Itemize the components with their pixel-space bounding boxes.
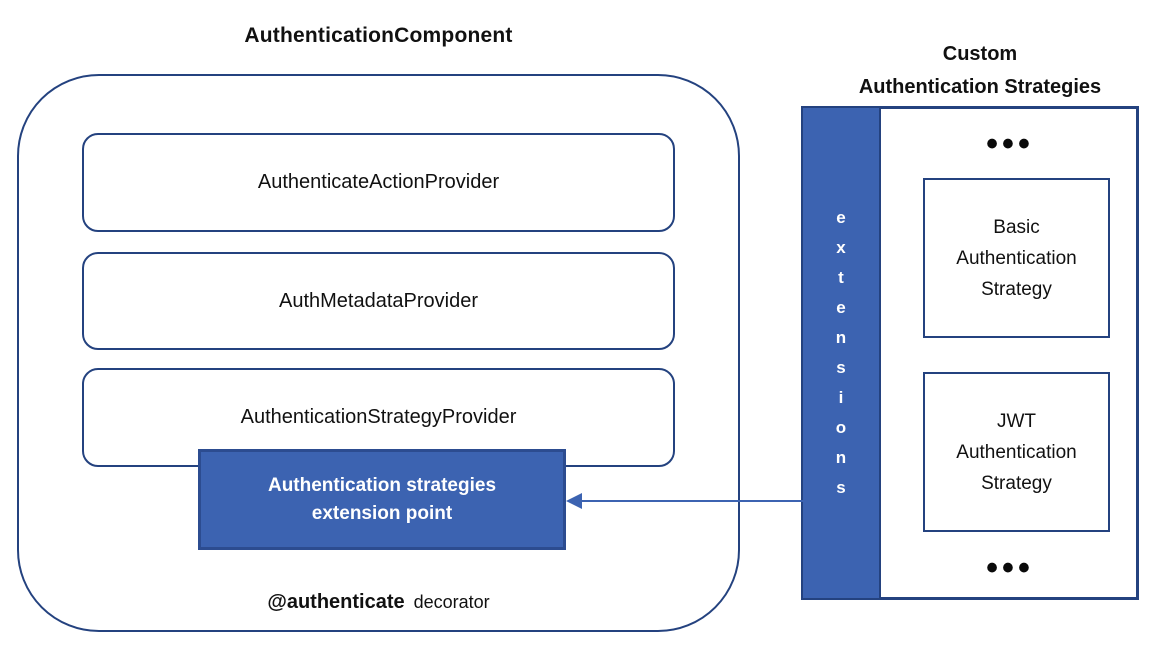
extension-point-line2: extension point: [311, 502, 453, 524]
jwt-authentication-strategy-box: JWT Authentication Strategy: [923, 372, 1110, 532]
ellipsis-bottom: •••: [986, 549, 1034, 587]
basic-authentication-strategy-box: Basic Authentication Strategy: [923, 178, 1110, 338]
authentication-component-box: [17, 74, 740, 632]
strategy-line: Strategy: [981, 278, 1052, 300]
extensions-letter: x: [836, 238, 846, 257]
extensions-letter: i: [838, 388, 844, 407]
decorator-name: @authenticate: [267, 591, 405, 613]
strategy-line: Basic: [993, 216, 1040, 238]
provider-label: AuthMetadataProvider: [278, 289, 478, 312]
decorator-suffix: decorator: [413, 592, 490, 612]
extensions-letter: s: [836, 358, 846, 377]
strategy-line: Authentication: [956, 247, 1077, 269]
extensions-letter: e: [836, 298, 846, 317]
decorator-label: @authenticate decorator: [17, 591, 740, 614]
custom-strategies-title: Custom Authentication Strategies: [810, 38, 1150, 104]
ellipsis-top: •••: [986, 125, 1034, 163]
extensions-bar: e x t e n s i o n s: [801, 106, 881, 600]
extensions-letter: o: [835, 418, 847, 437]
extensions-letter: n: [835, 328, 847, 347]
extensions-letter: n: [835, 448, 847, 467]
provider-label: AuthenticationStrategyProvider: [240, 406, 517, 428]
strategy-line: Authentication: [956, 441, 1077, 463]
strategy-line: JWT: [996, 410, 1037, 432]
authentication-component-title: AuthenticationComponent: [244, 24, 513, 47]
extensions-letter: e: [836, 208, 846, 227]
custom-strategies-title-line2: Authentication Strategies: [858, 76, 1102, 98]
auth-metadata-provider-box: AuthMetadataProvider: [82, 252, 675, 350]
extension-point-box: Authentication strategies extension poin…: [198, 449, 566, 550]
provider-label: AuthenticateActionProvider: [257, 171, 500, 193]
extensions-letter: s: [836, 478, 846, 497]
extension-point-line1: Authentication strategies: [267, 474, 497, 496]
extensions-letter: t: [838, 268, 844, 287]
custom-strategies-title-line1: Custom: [942, 43, 1018, 65]
strategy-line: Strategy: [981, 472, 1052, 494]
authenticate-action-provider-box: AuthenticateActionProvider: [82, 133, 675, 232]
